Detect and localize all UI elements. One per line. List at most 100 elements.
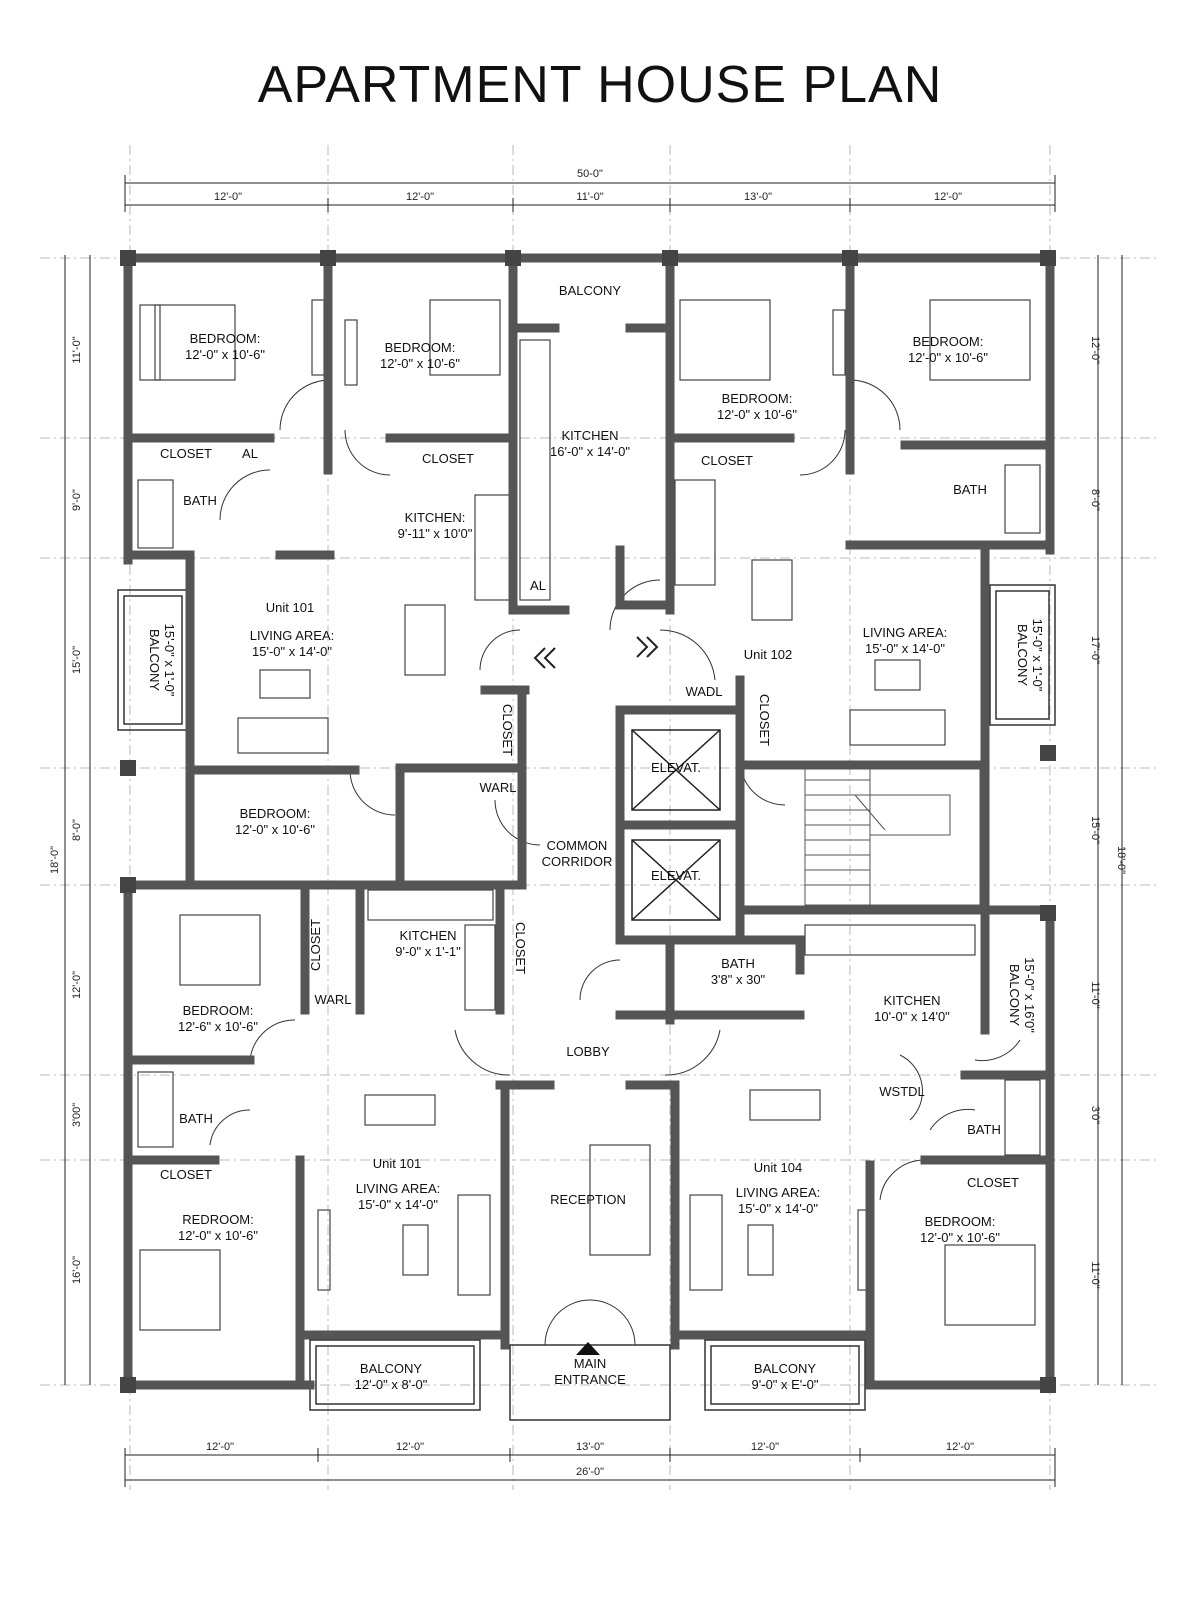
dim-right-1: 12'-0" — [1089, 336, 1101, 364]
al-1-label: AL — [242, 446, 258, 461]
closet-v4-label: CLOSET — [513, 922, 528, 974]
main-entrance-1: MAIN — [574, 1356, 607, 1371]
wstdl-label: WSTDL — [879, 1084, 925, 1099]
top-dimensions — [124, 175, 1056, 212]
living-102-name: LIVING AREA: — [863, 625, 948, 640]
bedroom-g-name: REDROOM: — [182, 1212, 254, 1227]
living-101-name: LIVING AREA: — [250, 628, 335, 643]
bedroom-b-size: 12'-0" x 10'-6" — [380, 356, 460, 371]
balcony-bl-name: BALCONY — [360, 1361, 422, 1376]
living-104-size: 15'-0" x 14'-0" — [738, 1201, 818, 1216]
balcony-right-size: 15'-0" x 1'-0" — [1030, 619, 1045, 692]
kitchen-103-size: 9'-0" x 1'-1" — [395, 944, 461, 959]
bedroom-c-size: 12'-0" x 10'-6" — [717, 407, 797, 422]
balcony-br-name: BALCONY — [754, 1361, 816, 1376]
warl-1-label: WARL — [479, 780, 516, 795]
bath-5-label: BATH — [967, 1122, 1001, 1137]
elevators — [631, 729, 721, 921]
dim-right-2: 8'-0" — [1089, 489, 1101, 511]
dim-top-5: 12'-0" — [934, 191, 962, 203]
unit-101b-label: Unit 101 — [373, 1156, 421, 1171]
bedroom-g-size: 12'-0" x 10'-6" — [178, 1228, 258, 1243]
dim-bottom-3: 13'-0" — [576, 1441, 604, 1453]
right-dimensions — [1097, 255, 1123, 1385]
unit-101-label: Unit 101 — [266, 600, 314, 615]
closet-1-label: CLOSET — [160, 446, 212, 461]
dim-left-6: 3'00" — [71, 1103, 83, 1127]
dim-bottom-total: 26'-0" — [576, 1466, 604, 1478]
bedroom-d-name: BEDROOM: — [913, 334, 984, 349]
entrance-arrow-icon — [576, 1342, 600, 1355]
living-101-size: 15'-0" x 14'-0" — [252, 644, 332, 659]
balcony-bl-size: 12'-0" x 8'-0" — [355, 1377, 428, 1392]
bedroom-f-size: 12'-6" x 10'-6" — [178, 1019, 258, 1034]
balcony-right2-name: BALCONY — [1007, 964, 1022, 1026]
closet-v2-label: CLOSET — [757, 694, 772, 746]
unit-104-label: Unit 104 — [754, 1160, 802, 1175]
bedroom-c-name: BEDROOM: — [722, 391, 793, 406]
page-title: APARTMENT HOUSE PLAN — [257, 56, 943, 114]
bedroom-e-size: 12'-0" x 10'-6" — [235, 822, 315, 837]
dim-top-1: 12'-0" — [214, 191, 242, 203]
bottom-dimensions — [124, 1448, 1056, 1487]
bedroom-h-name: BEDROOM: — [925, 1214, 996, 1229]
dim-left-total: 18'-0" — [49, 846, 61, 874]
living-104-name: LIVING AREA: — [736, 1185, 821, 1200]
dim-bottom-4: 12'-0" — [751, 1441, 779, 1453]
bath-3-size: 3'8" x 30" — [711, 972, 766, 987]
dim-left-2: 9'-0" — [71, 489, 83, 511]
dim-right-7: 11'-0" — [1089, 1261, 1101, 1288]
stair — [804, 764, 981, 906]
dim-left-3: 15'-0" — [71, 646, 83, 674]
bath-2-label: BATH — [953, 482, 987, 497]
bath-1-label: BATH — [183, 493, 217, 508]
dim-top-2: 12'-0" — [406, 191, 434, 203]
closet-5-label: CLOSET — [967, 1175, 1019, 1190]
bedroom-a-size: 12'-0" x 10'-6" — [185, 347, 265, 362]
unit-102-label: Unit 102 — [744, 647, 792, 662]
dim-top-3: 11'-0" — [576, 191, 603, 203]
elevator-2-label: ELEVAT. — [651, 868, 701, 883]
living-103-size: 15'-0" x 14'-0" — [358, 1197, 438, 1212]
balcony-left-size: 15'-0" x 1'-0" — [162, 624, 177, 697]
bedroom-h-size: 12'-0" x 10'-6" — [920, 1230, 1000, 1245]
warl-2-label: WARL — [314, 992, 351, 1007]
kitchen-104-name: KITCHEN — [883, 993, 940, 1008]
balcony-right-name: BALCONY — [1015, 624, 1030, 686]
furniture — [137, 299, 1041, 1331]
kitchen-center-size: 16'-0" x 14'-0" — [550, 444, 630, 459]
dim-bottom-5: 12'-0" — [946, 1441, 974, 1453]
wadl-label: WADL — [685, 684, 722, 699]
bedroom-e-name: BEDROOM: — [240, 806, 311, 821]
living-103-name: LIVING AREA: — [356, 1181, 441, 1196]
al-2-label: AL — [530, 578, 546, 593]
dim-right-4: 15'-0" — [1089, 816, 1101, 844]
dim-right-total: 18'-0" — [1115, 846, 1127, 874]
kitchen-103-name: KITCHEN — [399, 928, 456, 943]
dim-top-total: 50-0" — [577, 168, 603, 180]
balcony-outlines — [117, 584, 1056, 1421]
bedroom-d-size: 12'-0" x 10'-6" — [908, 350, 988, 365]
common-corridor-2: CORRIDOR — [542, 854, 613, 869]
kitchen-104-size: 10'-0" x 14'0" — [874, 1009, 950, 1024]
balcony-right2-size: 15'-0" x 16'0" — [1022, 957, 1037, 1033]
dim-bottom-2: 12'-0" — [396, 1441, 424, 1453]
dim-left-1: 11'-0" — [71, 336, 83, 363]
dim-left-5: 12'-0" — [71, 971, 83, 999]
dim-left-7: 16'-0" — [71, 1256, 83, 1284]
bedroom-b-name: BEDROOM: — [385, 340, 456, 355]
kitchen-101-name: KITCHEN: — [405, 510, 466, 525]
living-102-size: 15'-0" x 14'-0" — [865, 641, 945, 656]
closet-v1-label: CLOSET — [500, 704, 515, 756]
kitchen-center-name: KITCHEN — [561, 428, 618, 443]
bedroom-a-name: BEDROOM: — [190, 331, 261, 346]
left-dimensions — [64, 255, 91, 1385]
closet-v3-label: CLOSET — [308, 919, 323, 971]
elevator-1-label: ELEVAT. — [651, 760, 701, 775]
walls — [123, 253, 1055, 1390]
balcony-left-name: BALCONY — [147, 629, 162, 691]
bath-4-label: BATH — [179, 1111, 213, 1126]
closet-2-label: CLOSET — [422, 451, 474, 466]
dim-right-3: 17'-0" — [1089, 636, 1101, 664]
